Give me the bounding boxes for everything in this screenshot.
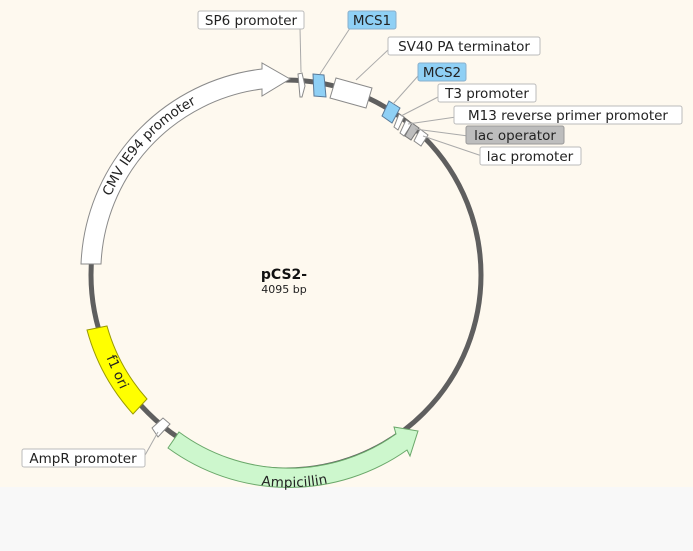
ampicillin-arrow[interactable] [167, 426, 419, 488]
lac-operator-text: lac operator [474, 128, 556, 144]
t3-promoter-text: T3 promoter [444, 86, 529, 102]
lac-promoter-text: lac promoter [487, 149, 574, 165]
mcs1-text: MCS1 [353, 13, 391, 29]
m13-primer-text: M13 reverse primer promoter [468, 108, 668, 124]
lac-operator-callout[interactable]: lac operator [465, 125, 565, 145]
m13-primer-callout[interactable]: M13 reverse primer promoter [453, 105, 683, 125]
sv40-terminator-feature[interactable] [329, 77, 373, 109]
ampr-promoter-callout[interactable]: AmpR promoter [21, 448, 146, 468]
mcs1-callout[interactable]: MCS1 [347, 10, 397, 30]
sv40-terminator-callout[interactable]: SV40 PA terminator [387, 36, 541, 56]
t3-promoter-feature[interactable] [393, 113, 405, 131]
sv40-terminator-text: SV40 PA terminator [398, 39, 530, 55]
leader-lines [143, 21, 483, 458]
ampr-promoter-feature[interactable] [151, 417, 171, 438]
ampr-promoter-text: AmpR promoter [29, 451, 137, 467]
sp6-promoter-text: SP6 promoter [205, 13, 298, 29]
plasmid-size: 4095 bp [261, 283, 306, 296]
mcs2-callout[interactable]: MCS2 [417, 62, 467, 82]
mcs1-feature[interactable] [312, 73, 327, 98]
sp6-promoter-callout[interactable]: SP6 promoter [197, 10, 305, 30]
mcs2-text: MCS2 [423, 65, 461, 81]
sp6-promoter-feature[interactable] [297, 72, 306, 98]
lac-promoter-feature[interactable] [413, 128, 429, 147]
mcs2-feature[interactable] [381, 100, 401, 124]
plasmid-name: pCS2- [261, 267, 307, 283]
cmv-promoter-arrow[interactable] [80, 62, 291, 265]
lac-promoter-callout[interactable]: lac promoter [479, 146, 582, 166]
lac-operator-feature[interactable] [404, 122, 420, 141]
f1-ori-feature[interactable] [86, 325, 148, 415]
t3-promoter-callout[interactable]: T3 promoter [437, 83, 537, 103]
ampicillin-label: Ampicillin [261, 471, 329, 491]
